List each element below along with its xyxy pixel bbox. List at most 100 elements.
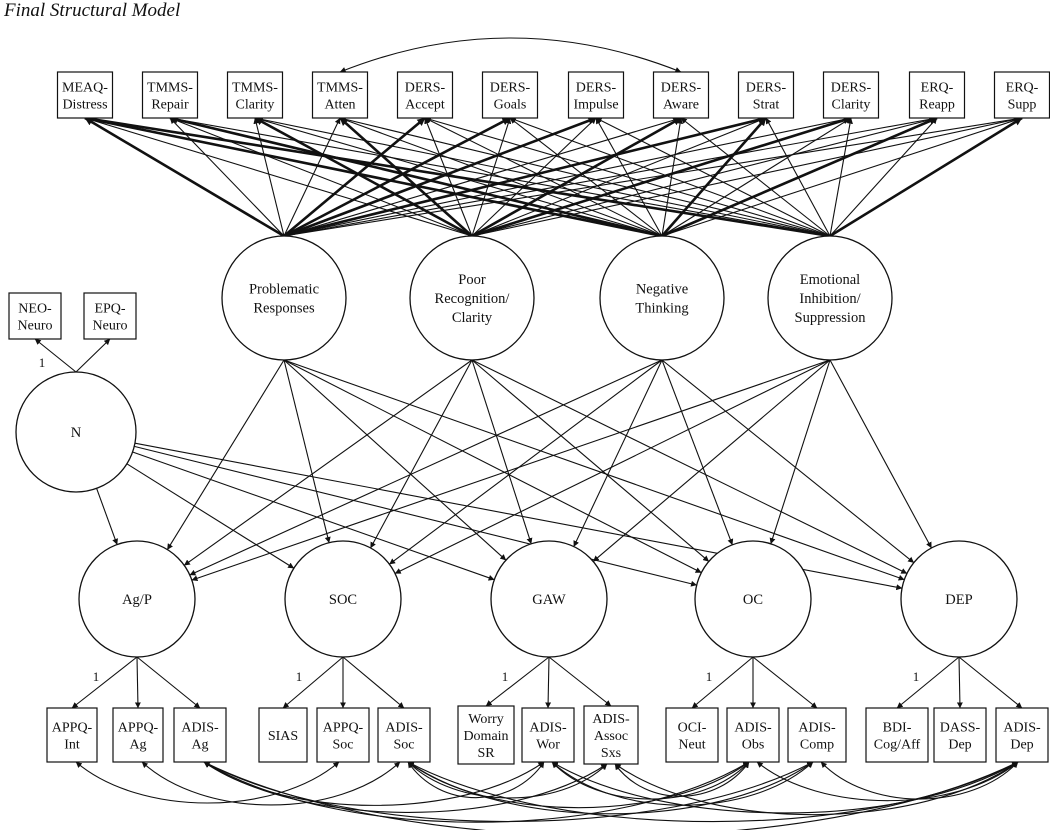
loading-path: [424, 117, 473, 237]
loading-path: [283, 116, 682, 237]
indicator-label: Dep: [1010, 738, 1033, 753]
latent-oc: OC: [694, 540, 812, 658]
loading-path: [956, 656, 963, 709]
loading-path: [339, 117, 473, 237]
loading-path: [169, 117, 285, 237]
loading-path: [545, 656, 552, 709]
loading-path: [84, 115, 831, 238]
indicator-label: Cog/Aff: [874, 738, 921, 753]
fixed-loading-label: 1: [296, 669, 303, 684]
indicator-ders-clarity: DERS-Clarity: [822, 71, 880, 119]
indicator-label: APPQ-: [323, 721, 364, 736]
loading-path: [752, 656, 818, 709]
loading-path: [84, 116, 285, 238]
latent-label: Emotional: [800, 272, 860, 288]
indicator-label: Comp: [800, 738, 834, 753]
latent-label: Clarity: [452, 310, 493, 326]
indicator-label: ADIS-: [798, 721, 836, 736]
indicator-label: Int: [64, 738, 80, 753]
structural-path: [769, 359, 831, 545]
latent-label: Thinking: [635, 301, 688, 317]
loading-path: [169, 116, 831, 237]
loading-path: [71, 656, 138, 709]
structural-path: [96, 488, 118, 545]
indicator-label: Atten: [324, 98, 355, 113]
indicator-epq-neuro: EPQ-Neuro: [83, 292, 137, 340]
structural-path: [132, 451, 495, 581]
indicator-label: TMMS-: [317, 81, 363, 96]
loading-path: [424, 116, 831, 237]
loading-path: [254, 116, 831, 237]
indicator-label: MEAQ-: [62, 81, 108, 96]
loading-path: [283, 116, 597, 238]
latent-gaw: GAW: [490, 540, 608, 658]
indicator-label: Accept: [405, 98, 445, 113]
fixed-loading-label: 1: [913, 669, 920, 684]
latent-label: GAW: [532, 592, 566, 608]
indicator-label: APPQ-: [52, 721, 93, 736]
latent-label: Poor: [458, 272, 486, 288]
indicator-ders-impulse: DERS-Impulse: [567, 71, 625, 119]
indicator-label: Soc: [333, 738, 354, 753]
structural-path: [134, 445, 697, 587]
indicator-erq-reapp: ERQ-Reapp: [908, 71, 966, 119]
indicator-label: DERS-: [576, 81, 617, 96]
indicator-dass-dep: DASS-Dep: [933, 707, 987, 763]
loading-path: [471, 117, 512, 237]
loading-path: [471, 117, 597, 237]
correlated-residual-path: [203, 761, 750, 823]
loading-path: [485, 656, 550, 707]
correlated-residual-path: [551, 761, 1019, 814]
indicator-neo-neuro: NEO-Neuro: [8, 292, 62, 340]
loading-path: [471, 116, 1023, 237]
indicator-label: Supp: [1008, 98, 1037, 113]
indicator-ders-strat: DERS-Strat: [737, 71, 795, 119]
loading-path: [471, 116, 682, 238]
correlated-residual-path: [756, 761, 1019, 802]
structural-path: [471, 359, 710, 562]
correlated-residual-path: [141, 761, 401, 806]
structural-path: [166, 359, 285, 550]
indicator-label: ADIS-: [385, 721, 423, 736]
structural-path: [389, 359, 663, 565]
loading-path: [339, 116, 831, 237]
indicator-label: Dep: [948, 738, 971, 753]
indicator-label: DERS-: [746, 81, 787, 96]
latent-label: Suppression: [795, 310, 867, 326]
correlated-residual-path: [339, 37, 682, 73]
fixed-loading-label: 1: [93, 669, 100, 684]
structural-path: [829, 359, 932, 549]
loading-path: [283, 115, 767, 238]
loading-path: [134, 656, 141, 709]
correlated-residual-path: [407, 761, 545, 799]
loading-path: [253, 117, 285, 237]
structural-path: [370, 359, 473, 549]
indicator-label: Neut: [678, 738, 705, 753]
indicator-tmms-atten: TMMS- Atten: [311, 71, 369, 119]
indicator-label: SR: [477, 746, 495, 761]
indicator-label: Neuro: [93, 319, 128, 334]
indicator-label: Ag: [191, 738, 208, 753]
indicator-label: TMMS-: [147, 81, 193, 96]
indicator-meaq-distress: MEAQ-Distress: [56, 71, 114, 119]
loading-path: [254, 116, 473, 238]
correlated-residual-path: [407, 761, 814, 815]
indicator-label: Assoc: [594, 729, 628, 744]
indicator-label: BDI-: [883, 721, 912, 736]
indicator-ders-goals: DERS-Goals: [481, 71, 539, 119]
correlated-residual-path: [203, 761, 608, 813]
loading-path: [471, 116, 938, 237]
correlated-residual-path: [551, 761, 750, 800]
indicator-label: Clarity: [832, 98, 871, 113]
correlated-residual-path: [820, 761, 1019, 800]
indicator-label: ADIS-: [734, 721, 772, 736]
latent-label: Ag/P: [122, 592, 152, 608]
loading-path: [471, 116, 852, 238]
indicator-label: ADIS-: [181, 721, 219, 736]
loading-path: [283, 116, 511, 238]
latent-label: Recognition/: [435, 291, 511, 307]
loading-path: [595, 117, 831, 237]
